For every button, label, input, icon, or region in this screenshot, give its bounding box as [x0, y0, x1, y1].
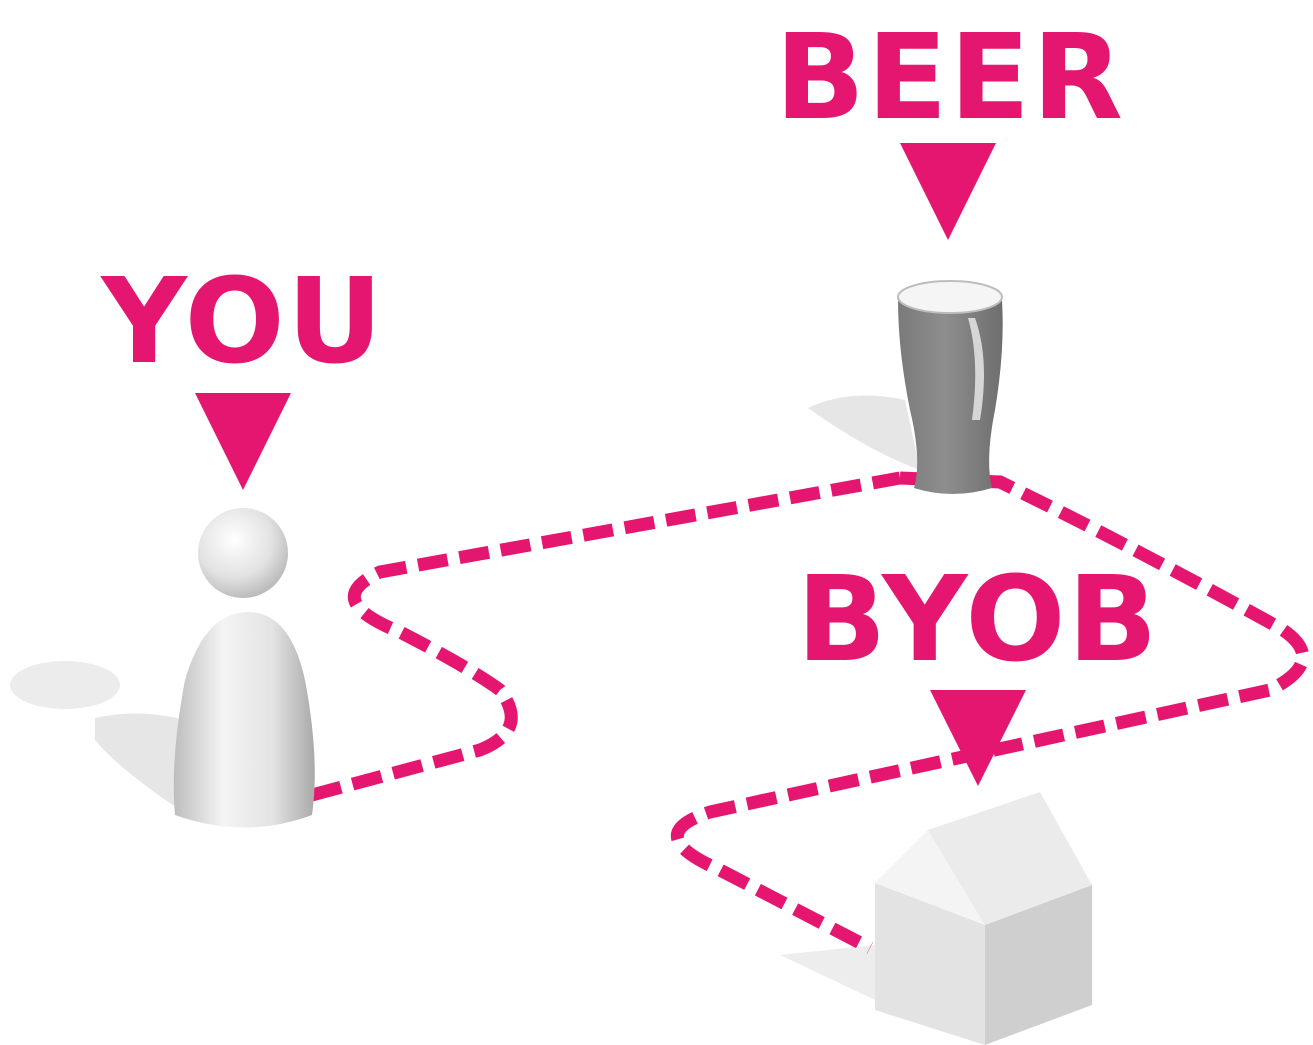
byob-label: BYOB [797, 550, 1160, 688]
beer-label: BEER [775, 8, 1125, 146]
house-icon [875, 792, 1092, 1045]
pawn-body [174, 612, 315, 828]
dashed-route [312, 478, 1303, 948]
pawn-shadow [95, 713, 185, 810]
you-arrow-icon [195, 393, 291, 490]
you-label: YOU [99, 252, 384, 390]
label-byob: BYOB [797, 550, 1160, 786]
byob-arrow-icon [930, 690, 1026, 786]
beer-arrow-icon [900, 143, 996, 240]
glass-head [898, 281, 1002, 313]
person-pawn-icon [174, 508, 315, 828]
label-beer: BEER [775, 8, 1125, 240]
pawn-head [198, 508, 288, 598]
house-shadow [780, 945, 875, 1000]
label-you: YOU [99, 252, 384, 490]
glass-shadow [808, 396, 920, 471]
shadows [10, 396, 920, 1001]
pawn-shadow-back [10, 661, 120, 709]
